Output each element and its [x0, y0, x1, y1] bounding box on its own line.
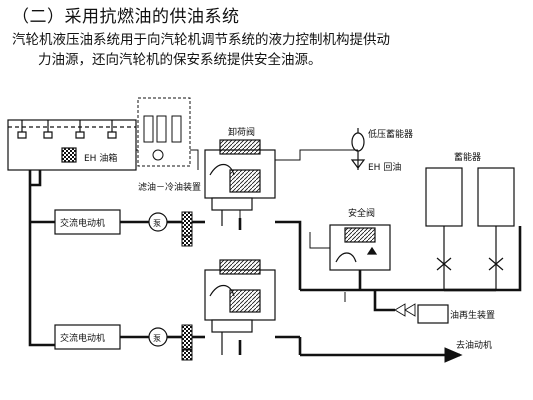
pump-top-label: 泵: [153, 219, 161, 228]
eh-return-label: EH 回油: [368, 161, 401, 173]
low-pressure-accumulator: [350, 128, 366, 170]
page-title: （二）采用抗燃油的供油系统: [12, 7, 240, 27]
ac-motor-top: [54, 209, 121, 235]
to-actuator-label: 去油动机: [456, 339, 492, 351]
oil-regenerator: [394, 303, 449, 324]
safety-valve-label: 安全阀: [348, 207, 375, 219]
pump-filters: [181, 211, 193, 361]
eh-oil-tank: [7, 119, 137, 171]
low-pressure-accumulator-label: 低压蓄能器: [368, 128, 413, 140]
unloading-valve-bottom: [204, 259, 276, 355]
regenerator-label: 油再生装置: [450, 309, 495, 321]
accumulator-left: [425, 167, 463, 290]
pump-bottom-label: 泵: [153, 334, 161, 343]
accumulator-label: 蓄能器: [454, 151, 481, 163]
unloading-valve-label: 卸荷阀: [228, 126, 255, 138]
return-lines: [239, 149, 358, 302]
accumulator-right: [477, 167, 515, 290]
tank-label: EH 油箱: [84, 152, 117, 164]
ac-motor-bottom-label: 交流电动机: [60, 332, 105, 344]
safety-valve: [329, 224, 391, 271]
filter-cooler-label: 滤油－冷油装置: [138, 181, 201, 193]
filter-cooler-unit: [136, 97, 199, 170]
unloading-valve-top: [204, 139, 276, 226]
pipelines: [28, 170, 522, 363]
ac-motor-top-label: 交流电动机: [60, 217, 105, 229]
intro-paragraph: 汽轮机液压油系统用于向汽轮机调节系统的液力控制机构提供动 力油源，还向汽轮机的保…: [12, 30, 524, 70]
intro-line-2: 力油源，还向汽轮机的保安系统提供安全油源。: [38, 52, 322, 68]
intro-line-1: 汽轮机液压油系统用于向汽轮机调节系统的液力控制机构提供动: [12, 32, 390, 48]
